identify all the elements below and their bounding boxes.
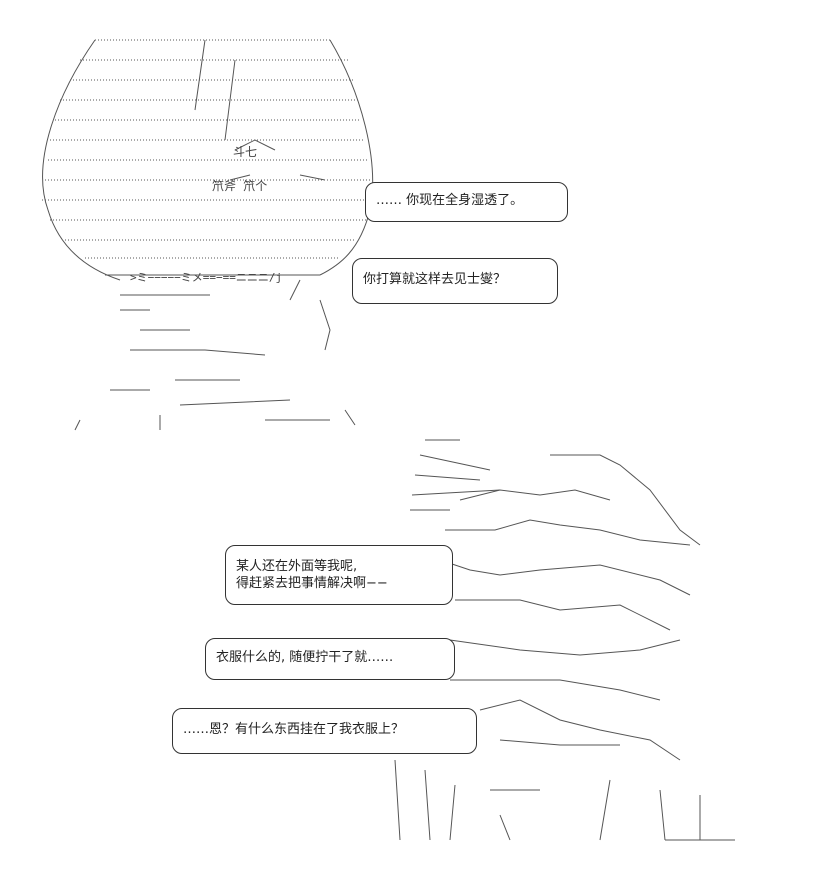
bubble-3-line-1: 某人还在外面等我呢, bbox=[236, 559, 358, 574]
bubble-1-line-1: …… 你现在全身湿透了。 bbox=[376, 193, 524, 208]
top-eyes-text: 笊斧 笊个 bbox=[212, 178, 267, 193]
top-face-text: 斗七 bbox=[233, 145, 257, 159]
bubble-2-line-1: 你打算就这样去见士燮？ bbox=[363, 272, 507, 287]
bubble-3-line-2: 得赶紧去把事情解决啊−− bbox=[236, 576, 388, 591]
speech-bubble-3: 某人还在外面等我呢, 得赶紧去把事情解决啊−− bbox=[225, 545, 453, 605]
top-mouth-text: >ミ−−−−−ミメ==−==ニニニ/j bbox=[130, 271, 282, 284]
speech-bubble-5: ……恩？有什么东西挂在了我衣服上？ bbox=[172, 708, 477, 754]
bubble-4-line-1: 衣服什么的, 随便拧干了就…… bbox=[216, 650, 394, 665]
bubble-5-line-1: ……恩？有什么东西挂在了我衣服上？ bbox=[183, 722, 405, 737]
speech-bubble-1: …… 你现在全身湿透了。 bbox=[365, 182, 568, 222]
speech-bubble-4: 衣服什么的, 随便拧干了就…… bbox=[205, 638, 455, 680]
speech-bubble-2: 你打算就这样去见士燮？ bbox=[352, 258, 558, 304]
